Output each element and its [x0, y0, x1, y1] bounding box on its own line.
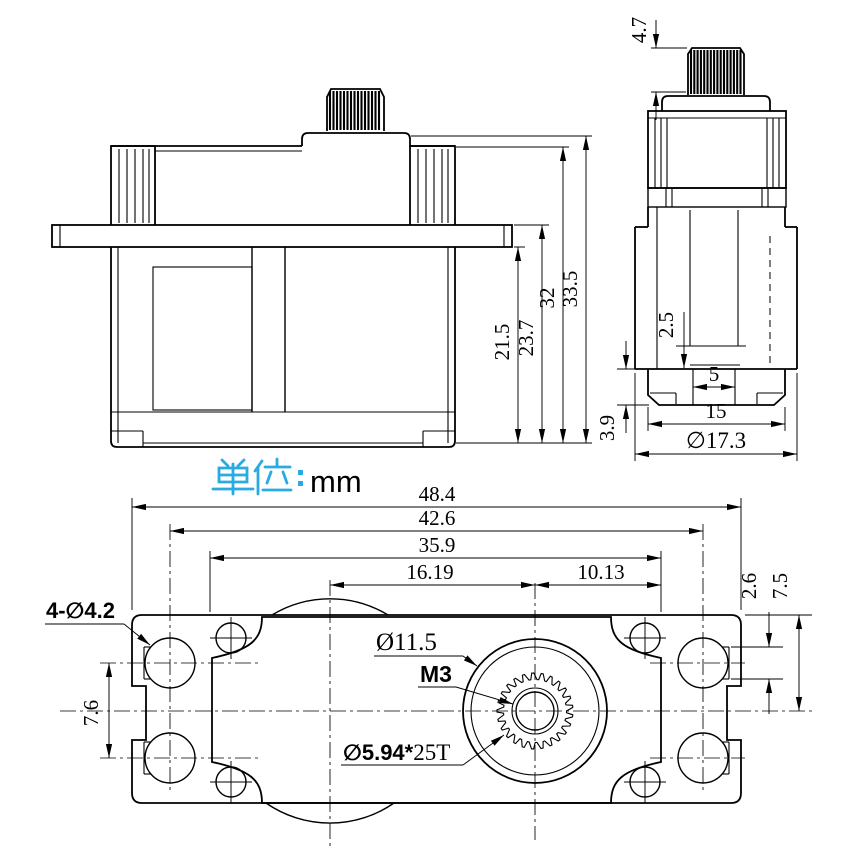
flange-outline	[131, 614, 742, 804]
mid-seam-band	[647, 187, 787, 208]
label-spline-spec: ∅5.94*25T	[343, 740, 450, 765]
bottom-cap	[647, 369, 786, 406]
mounting-flange	[51, 224, 513, 248]
side-view-dimensions: 21.5 23.7 32 33.5	[411, 135, 592, 444]
spline-boss	[301, 132, 411, 146]
dim-2-5: 2.5	[654, 312, 678, 338]
dim-23-7: 23.7	[514, 320, 538, 357]
spline-teeth	[328, 91, 381, 130]
motor-arc-top	[271, 598, 389, 616]
dim-10-13: 10.13	[577, 560, 624, 584]
case-screws	[210, 617, 666, 803]
dim-32: 32	[535, 288, 559, 309]
gear-teeth	[496, 672, 574, 750]
lower-case	[110, 247, 456, 448]
output-spline-end	[687, 47, 745, 95]
dim-2-6: 2.6	[737, 573, 761, 599]
cjk-unit-glyphs	[211, 457, 293, 496]
dim-48-4: 48.4	[419, 482, 456, 506]
center-lines	[60, 524, 812, 848]
rib-lines-right	[417, 149, 449, 223]
spline-teeth	[689, 50, 742, 94]
corner-rib-edges	[654, 118, 780, 188]
dim-4-7: 4.7	[627, 17, 651, 43]
dim-15: 15	[706, 399, 727, 423]
unit-note: mm	[211, 457, 362, 499]
end-view: 4.7	[595, 17, 798, 461]
output-spline-side	[326, 88, 385, 131]
dim-16-19: 16.19	[406, 560, 453, 584]
top-view: 48.4 42.6 35.9 16.19 10.13 2.6 7.5 7.6	[45, 482, 812, 848]
dim-33-5: 33.5	[558, 271, 582, 308]
side-view: 21.5 23.7 32 33.5	[51, 88, 592, 448]
end-view-dimensions: 2.5 5 15 ∅17.3 3.9	[595, 312, 798, 461]
top-view-dimensions: 48.4 42.6 35.9 16.19 10.13 2.6 7.5 7.6	[79, 482, 812, 758]
colon-dot	[298, 470, 303, 475]
dim-17-3: ∅17.3	[686, 428, 746, 453]
dim-5: 5	[709, 362, 720, 386]
dim-7-5: 7.5	[768, 573, 792, 599]
unit-mm-text: mm	[310, 464, 362, 499]
dim-7-6: 7.6	[79, 700, 103, 726]
top-view-labels: 4-∅4.2 Ø11.5 M3 ∅5.94*25T	[45, 598, 514, 766]
dim-42-6: 42.6	[419, 506, 456, 530]
dim-3-9: 3.9	[595, 415, 619, 441]
rib-lines-left	[118, 149, 150, 223]
label-boss-dia: Ø11.5	[376, 629, 437, 656]
rib-block-right	[409, 145, 456, 225]
rib-block-left	[110, 145, 156, 225]
spline-collar	[661, 95, 771, 111]
dim-21-5: 21.5	[490, 324, 514, 361]
label-m3: M3	[420, 661, 452, 687]
label-mount-holes: 4-∅4.2	[46, 598, 115, 623]
dim-35-9: 35.9	[419, 533, 456, 557]
colon-dot	[298, 481, 303, 486]
